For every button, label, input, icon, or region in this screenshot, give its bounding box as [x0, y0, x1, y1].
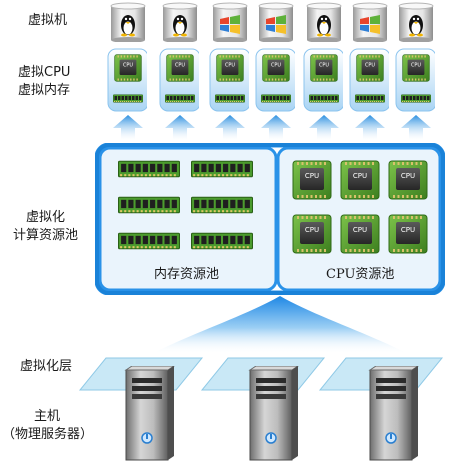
- memory-module-icon: [118, 196, 180, 214]
- big-up-arrow: [152, 296, 408, 354]
- vmem-module-icon: [355, 94, 385, 103]
- cpu-chip-icon: CPU: [340, 160, 380, 200]
- label-vmem: 虚拟内存: [18, 83, 71, 98]
- vcpu-chip-icon: CPU: [310, 54, 338, 82]
- vcpu-chip-icon: CPU: [356, 54, 384, 82]
- up-arrow-icon: [261, 115, 291, 140]
- memory-module-icon: [191, 232, 253, 250]
- memory-module-icon: [118, 232, 180, 250]
- svg-text:CPU: CPU: [271, 63, 281, 69]
- up-arrow-icon: [309, 115, 339, 140]
- vm-disk-icon: [306, 2, 342, 42]
- vmem-module-icon: [261, 94, 291, 103]
- vcpu-chip-icon: CPU: [216, 54, 244, 82]
- vmem-module-icon: [401, 94, 431, 103]
- vmem-module-icon: [113, 94, 143, 103]
- svg-text:CPU: CPU: [319, 63, 329, 69]
- svg-text:CPU: CPU: [353, 172, 367, 180]
- label-compute-pool: 计算资源池: [13, 228, 79, 243]
- svg-text:CPU: CPU: [353, 226, 367, 234]
- vm-disk-icon: [110, 2, 146, 42]
- svg-text:CPU: CPU: [225, 63, 235, 69]
- svg-text:CPU: CPU: [305, 226, 319, 234]
- label-vcpu: 虚拟CPU: [18, 65, 71, 80]
- vmem-module-icon: [165, 94, 195, 103]
- vm-disk-icon: [398, 2, 434, 42]
- label-physical-server: （物理服务器）: [2, 427, 94, 442]
- vmem-module-icon: [309, 94, 339, 103]
- svg-text:CPU: CPU: [123, 63, 133, 69]
- svg-text:CPU: CPU: [175, 63, 185, 69]
- physical-server-icon: [368, 366, 419, 461]
- svg-text:CPU: CPU: [365, 63, 375, 69]
- vcpu-chip-icon: CPU: [114, 54, 142, 82]
- cpu-chip-icon: CPU: [388, 214, 428, 254]
- label-vm: 虚拟机: [28, 13, 68, 28]
- up-arrow-icon: [215, 115, 245, 140]
- cpu-chip-icon: CPU: [388, 160, 428, 200]
- svg-text:CPU: CPU: [401, 172, 415, 180]
- label-host: 主机: [34, 409, 61, 424]
- cpu-pool-label: CPU资源池: [326, 267, 395, 282]
- vcpu-chip-icon: CPU: [262, 54, 290, 82]
- physical-server-icon: [248, 366, 299, 461]
- up-arrow-icon: [165, 115, 195, 140]
- cpu-chip-icon: CPU: [340, 214, 380, 254]
- cpu-chip-icon: CPU: [292, 160, 332, 200]
- memory-pool-label: 内存资源池: [154, 267, 220, 282]
- vm-disk-icon: [212, 2, 248, 42]
- physical-server-icon: [124, 366, 175, 461]
- memory-module-icon: [191, 160, 253, 178]
- memory-module-icon: [118, 160, 180, 178]
- vm-disk-icon: [258, 2, 294, 42]
- cpu-chip-icon: CPU: [292, 214, 332, 254]
- up-arrow-icon: [113, 115, 143, 140]
- vmem-module-icon: [215, 94, 245, 103]
- vcpu-chip-icon: CPU: [166, 54, 194, 82]
- up-arrow-icon: [355, 115, 385, 140]
- vcpu-chip-icon: CPU: [402, 54, 430, 82]
- up-arrow-icon: [401, 115, 431, 140]
- memory-module-icon: [191, 196, 253, 214]
- svg-text:CPU: CPU: [411, 63, 421, 69]
- label-virtualization-layer: 虚拟化层: [20, 359, 73, 374]
- vm-disk-icon: [352, 2, 388, 42]
- vm-disk-icon: [162, 2, 198, 42]
- svg-text:CPU: CPU: [401, 226, 415, 234]
- svg-text:CPU: CPU: [305, 172, 319, 180]
- label-virtualization: 虚拟化: [26, 210, 66, 225]
